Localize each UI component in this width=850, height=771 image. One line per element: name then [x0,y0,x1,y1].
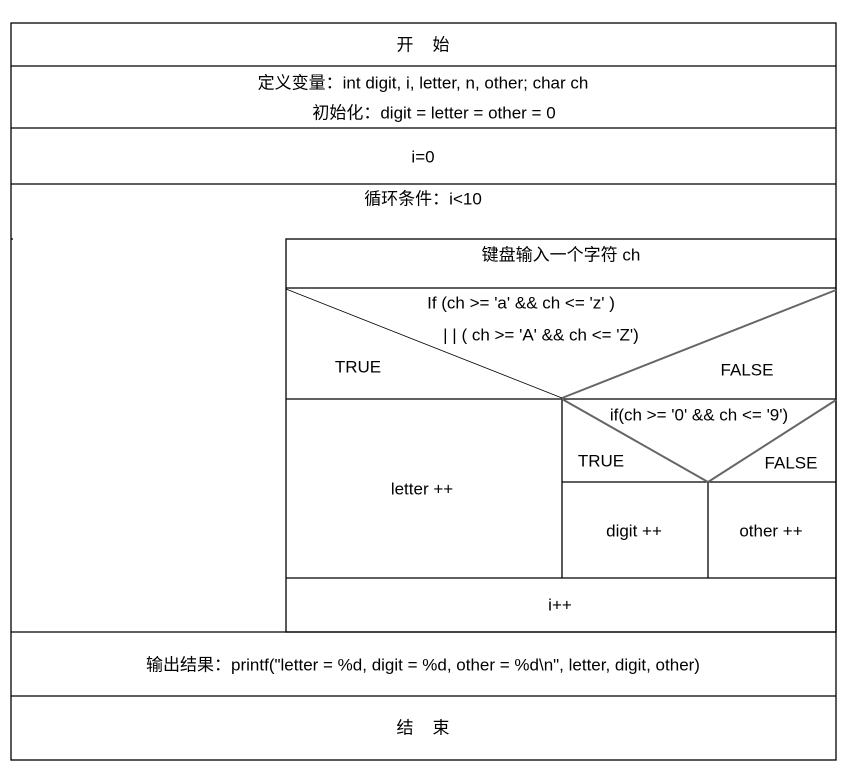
cond2-false-diagonal [707,399,837,483]
loop-condition: 循环条件：i<10 [364,189,482,209]
cond2-text: if(ch >= '0' && ch <= '9') [609,405,789,425]
input-text: 键盘输入一个字符 ch [481,245,641,265]
start-label: 开 始 [396,35,450,55]
init-text: 初始化：digit = letter = other = 0 [312,103,556,123]
i-init-text: i=0 [411,147,435,167]
cond2-true-label: TRUE [577,451,625,471]
cond1-line1: If (ch >= 'a' && ch <= 'z' ) [427,293,615,313]
cond1-true-diagonal [285,288,563,399]
cond2-false-label: FALSE [764,453,818,473]
declare-text: 定义变量：int digit, i, letter, n, other; cha… [257,73,589,93]
letter-increment: letter ++ [390,479,454,499]
cond1-line2: | | ( ch >= 'A' && ch <= 'Z') [443,325,639,345]
cond2-true-diagonal [561,398,709,483]
other-increment: other ++ [739,521,803,541]
output-text: 输出结果：printf("letter = %d, digit = %d, ot… [146,655,700,675]
cond1-false-label: FALSE [720,360,774,380]
cond1-true-label: TRUE [334,357,382,377]
digit-increment: digit ++ [606,521,662,541]
end-label: 结 束 [396,718,450,738]
cond1-false-diagonal [561,289,837,399]
outer-border [10,22,837,761]
i-increment: i++ [548,595,572,615]
